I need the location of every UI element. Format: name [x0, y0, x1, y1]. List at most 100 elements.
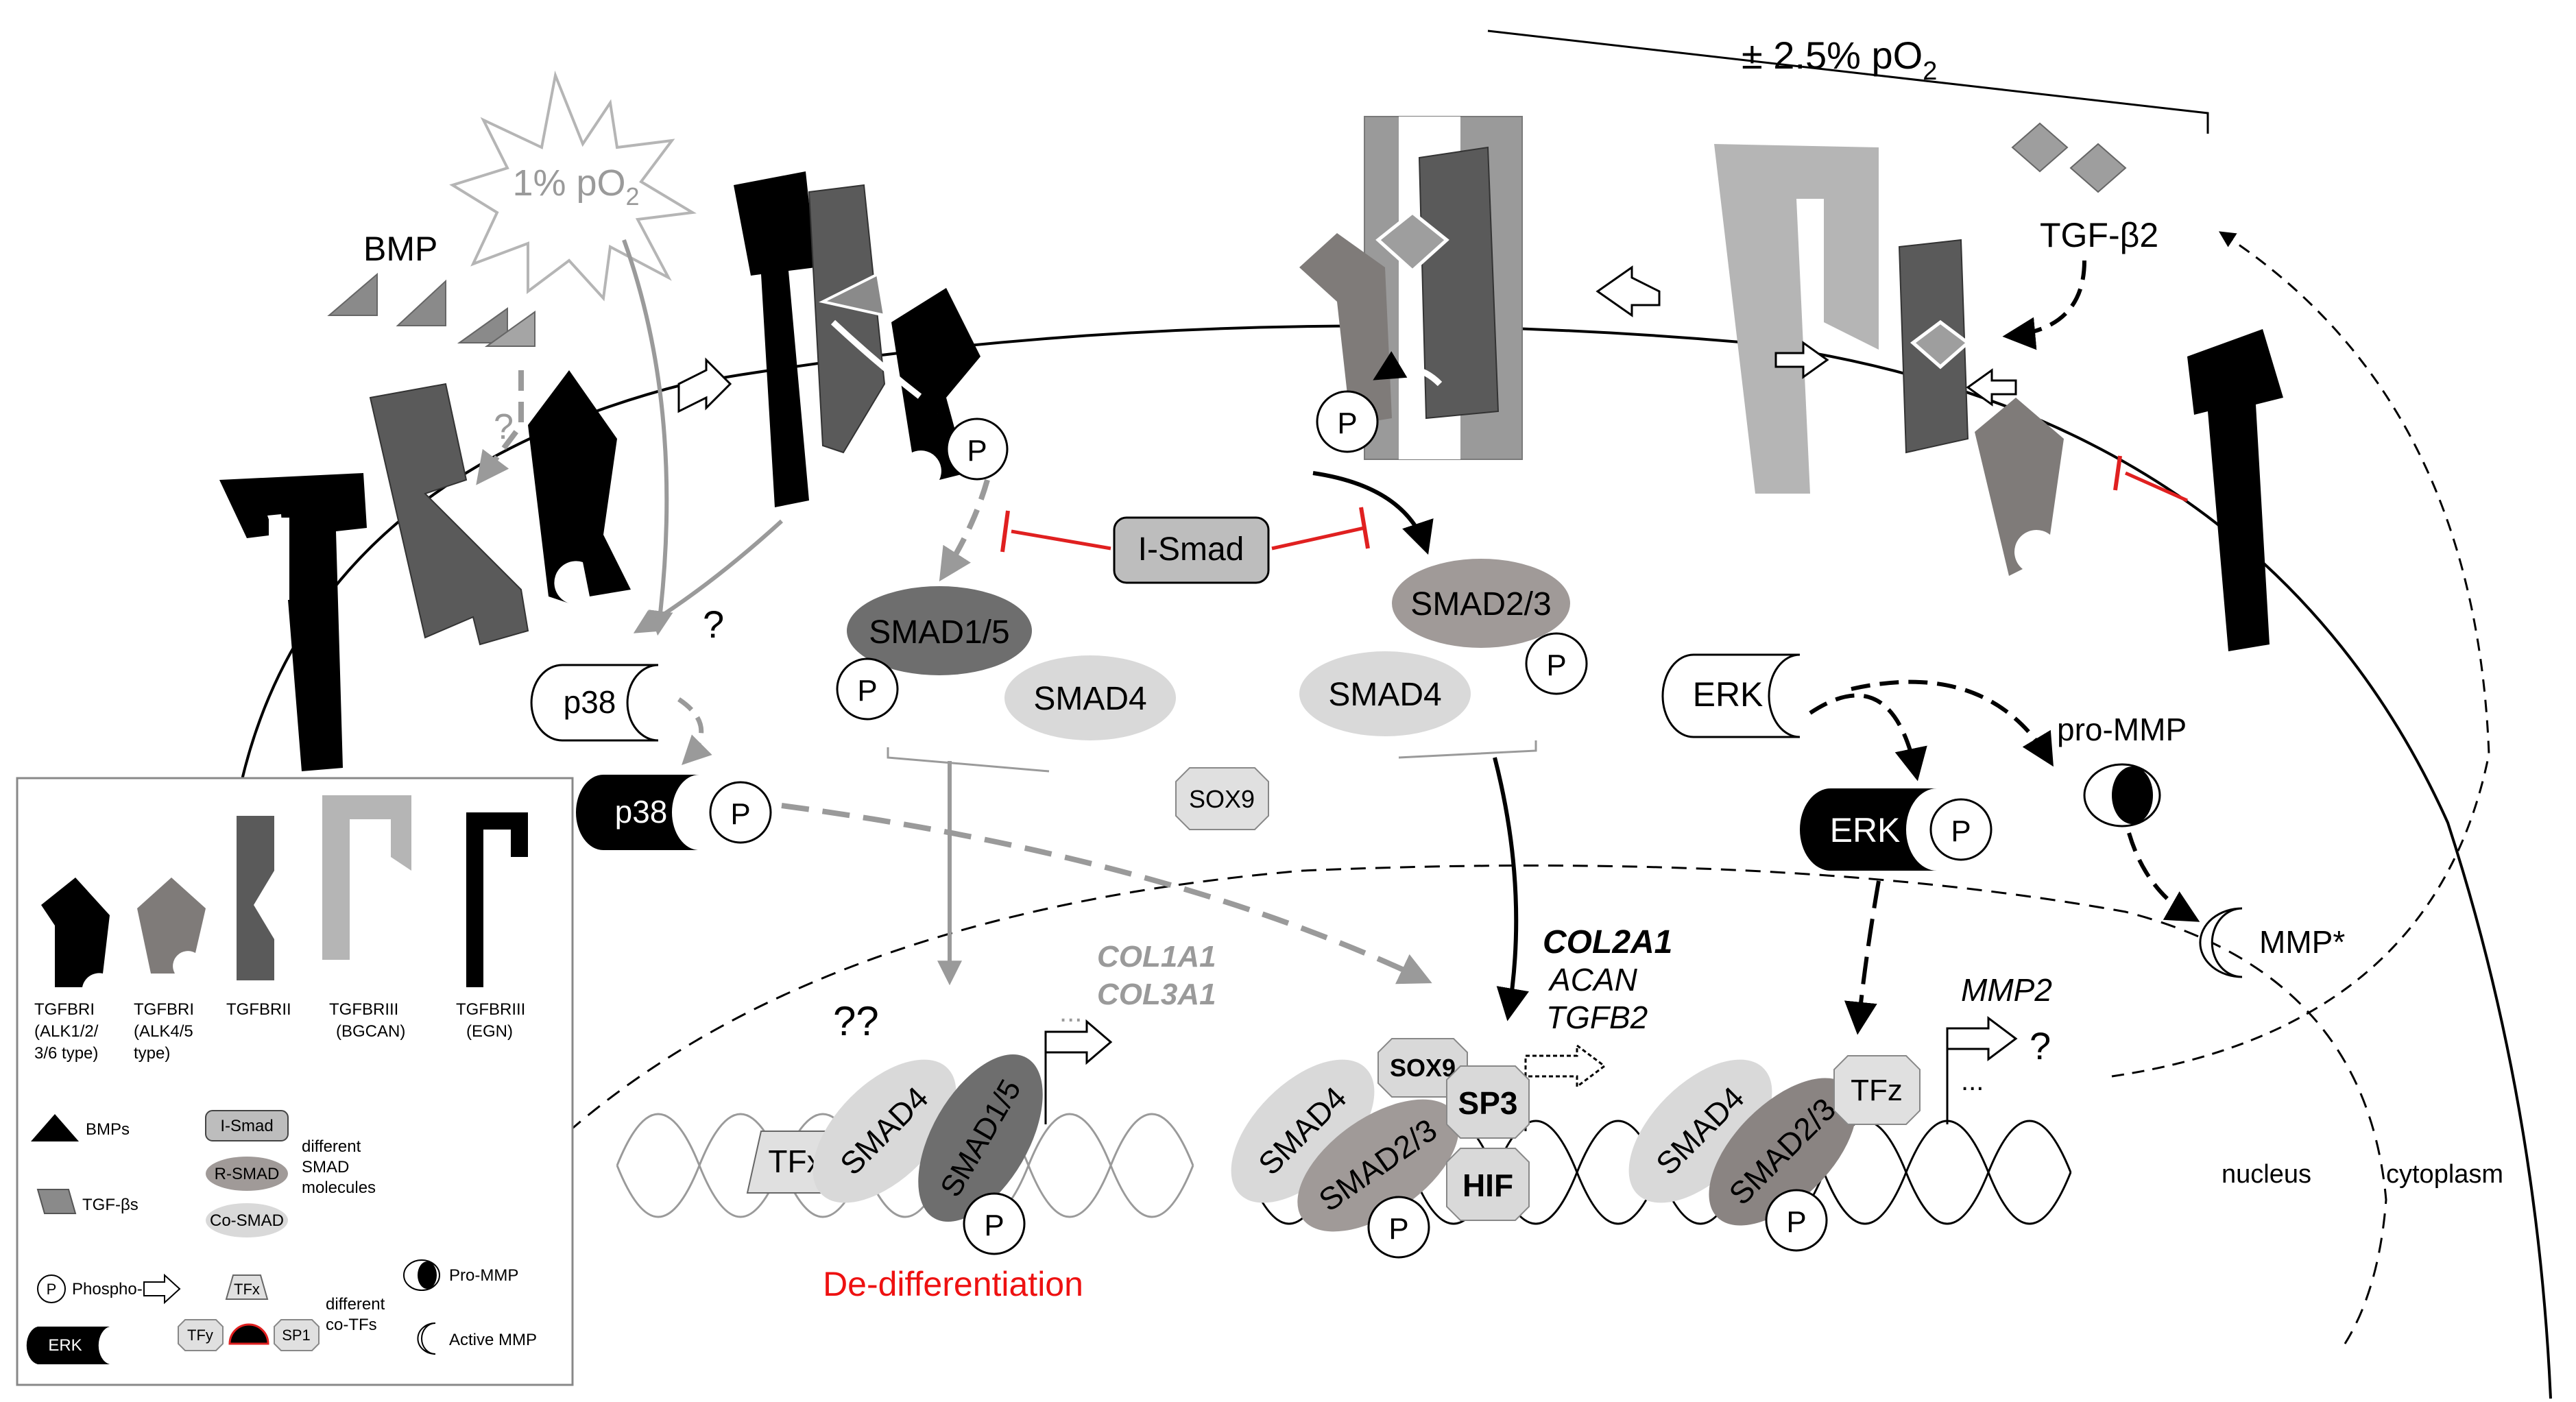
- arrow-erk-to-promm: [1851, 679, 2054, 767]
- smad4-nucleus-center: [1231, 1059, 1375, 1203]
- bracket-center-smads: [1398, 740, 1537, 759]
- p38-active: [576, 775, 699, 850]
- white-transfer-arrow-center: [1373, 351, 1443, 387]
- gene-col2a1: COL2A1: [1543, 924, 1672, 960]
- transcription-arrow-left: ...: [1044, 998, 1113, 1124]
- tgfbrii-center: [808, 184, 886, 454]
- legend-erk-icon: [26, 1327, 110, 1364]
- arrow-promm-to-mmp: [2127, 832, 2200, 922]
- bmp-triangle-2: [396, 279, 446, 326]
- svg-text:BMPs: BMPs: [86, 1120, 130, 1139]
- smad23-nucleus-center: [1297, 1099, 1459, 1232]
- bmp-label: BMP: [363, 230, 437, 268]
- legend-co-tf-icon: [228, 1323, 269, 1345]
- erk-inactive: [1661, 653, 1801, 738]
- smad4-cyto-left: [1004, 655, 1176, 740]
- svg-text:P: P: [857, 674, 877, 708]
- svg-text:different: different: [302, 1137, 361, 1156]
- sp3-nucleus: [1446, 1065, 1530, 1139]
- bmp-triangle-1: [327, 272, 378, 316]
- phospho-smad15-cyto: P: [836, 657, 899, 721]
- bracket-label: ± 2.5% pO2: [1742, 34, 1937, 86]
- tgfb2-label: TGF-β2: [2040, 216, 2158, 254]
- svg-text:...: ...: [1961, 1066, 1984, 1096]
- svg-text:Phospho-: Phospho-: [72, 1280, 143, 1298]
- legend-tgfbri-alk4-icon: [137, 878, 206, 974]
- arrow-p-to-smad23: [1312, 471, 1434, 555]
- arrow-bmp-to-receptor: [476, 370, 524, 485]
- phospho-receptor-left: P: [946, 418, 1009, 481]
- legend-tgfbrii-icon: [237, 816, 274, 980]
- pro-mmp-icon: [2083, 763, 2161, 827]
- cytoplasm-label: cytoplasm: [2386, 1160, 2503, 1189]
- bmp-triangle-4: [484, 311, 535, 347]
- phospho-smad23-nucleus-center: P: [1367, 1196, 1430, 1259]
- legend-tgfbriii-egn-icon: [466, 812, 528, 987]
- gene-col3a1: COL3A1: [1097, 978, 1216, 1011]
- phospho-smad15-nucleus: P: [963, 1192, 1026, 1255]
- gene-mmp2: MMP2: [1961, 972, 2052, 1008]
- hypoxia-label: 1% pO2: [512, 162, 639, 210]
- legend-tgfbriii-bgcan-icon: [322, 795, 411, 960]
- question-mark-p38: ?: [703, 603, 724, 646]
- tgfb2-diamond-2: [2069, 143, 2127, 193]
- svg-text:Co-SMAD: Co-SMAD: [210, 1211, 284, 1230]
- sox9-cyto: [1175, 767, 1269, 830]
- svg-text:ERK: ERK: [1830, 811, 1901, 849]
- white-hollow-arrow-left: [677, 357, 732, 413]
- svg-text:HIF: HIF: [1462, 1168, 1513, 1203]
- phospho-p38: P: [709, 781, 772, 844]
- feedback-mmp2-to-tgfb2: [2111, 231, 2490, 1078]
- svg-text:(ALK4/5: (ALK4/5: [134, 1022, 193, 1041]
- arrow-receptor-to-p38: [633, 519, 784, 633]
- inhibit-ismad-left: [1011, 529, 1111, 551]
- svg-text:(BGCAN): (BGCAN): [336, 1022, 405, 1041]
- bmp-in-receptor: [819, 272, 887, 317]
- question-mark-mmp2: ?: [2030, 1024, 2051, 1067]
- svg-text:P: P: [984, 1209, 1004, 1242]
- legend-tgfb-icon: [36, 1189, 77, 1214]
- svg-text:3/6 type): 3/6 type): [34, 1044, 98, 1063]
- tfz-nucleus: [1833, 1055, 1921, 1125]
- tgfbrii-center-r: [1418, 146, 1500, 420]
- svg-text:SOX9: SOX9: [1390, 1054, 1456, 1082]
- smad15-cyto: [847, 586, 1032, 675]
- smad23-cyto: [1392, 559, 1570, 648]
- svg-text:(EGN): (EGN): [466, 1022, 513, 1041]
- transcription-arrow-right: ...: [1946, 1016, 2018, 1124]
- arrow-p38-activation: [677, 697, 712, 765]
- inhibit-ismad-right: [1271, 526, 1365, 551]
- phospho-smad23-nucleus-right: P: [1765, 1189, 1828, 1252]
- hif-nucleus: [1446, 1148, 1530, 1221]
- svg-text:(ALK1/2/: (ALK1/2/: [34, 1022, 99, 1041]
- bracket-left-smads: [887, 747, 1050, 773]
- hypoxia-burst: 1% pO2: [449, 70, 697, 302]
- bmp-triangle-3: [457, 307, 508, 343]
- arrow-hypoxia-to-p38: [622, 239, 673, 636]
- svg-text:p38: p38: [615, 794, 668, 830]
- legend-tfy-icon: [178, 1319, 224, 1351]
- svg-text:P: P: [1337, 407, 1357, 440]
- erk-active: [1800, 788, 1937, 871]
- arrow-tgfb2-to-receptor: [2002, 260, 2086, 350]
- tgfbriii-egn-center: [734, 171, 816, 507]
- svg-text:SP3: SP3: [1458, 1085, 1518, 1121]
- active-mmp-icon: [2199, 907, 2243, 978]
- p38-inactive: [530, 664, 659, 742]
- question-mark-left: ??: [833, 998, 879, 1044]
- mmp-active-label: MMP*: [2259, 924, 2345, 960]
- legend-cosmad-icon: [206, 1203, 288, 1237]
- smad15-nucleus: [918, 1054, 1043, 1222]
- svg-text:P: P: [1388, 1212, 1408, 1246]
- tgfb-in-receptor: [1375, 210, 1449, 274]
- phospho-receptor-center: P: [1316, 390, 1379, 453]
- arrow-erk-activation: [1809, 693, 1927, 782]
- tgfb2-diamond-1: [2011, 122, 2069, 173]
- gene-col1a1: COL1A1: [1097, 940, 1216, 974]
- legend-active-mmp-icon: [417, 1322, 436, 1355]
- ismad-box: [1113, 516, 1270, 584]
- svg-text:different: different: [326, 1295, 385, 1314]
- pro-mmp-label: pro-MMP: [2057, 712, 2187, 747]
- arrow-smad-center-to-nucleus: [1493, 757, 1529, 1022]
